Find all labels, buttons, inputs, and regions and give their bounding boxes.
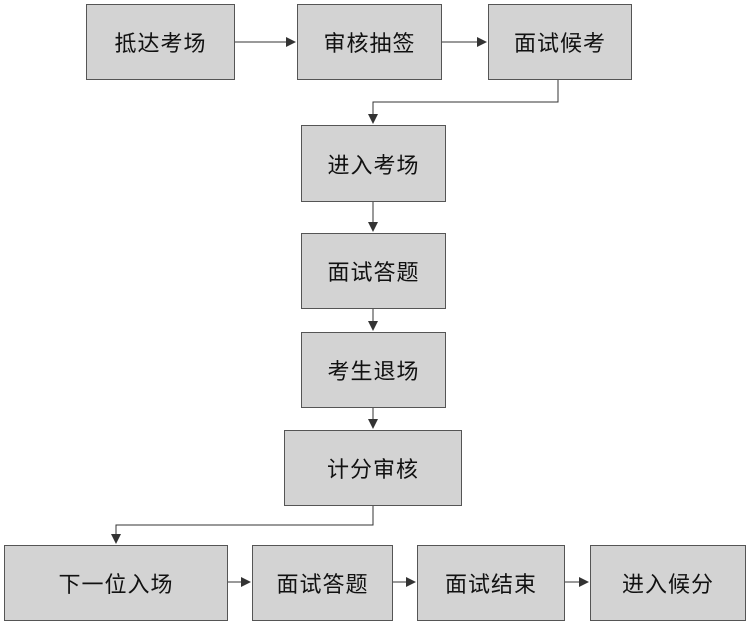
step-next-candidate-enter: 下一位入场 — [4, 545, 228, 621]
step-interview-end: 面试结束 — [417, 545, 565, 621]
step-score-verify: 计分审核 — [284, 430, 462, 506]
step-interview-answer: 面试答题 — [301, 233, 446, 309]
step-interview-answer-2: 面试答题 — [252, 545, 393, 621]
step-interview-waiting: 面试候考 — [488, 4, 632, 80]
step-enter-exam-room: 进入考场 — [301, 125, 446, 202]
arrow-s3-s4 — [368, 80, 559, 124]
step-candidate-exit: 考生退场 — [301, 332, 446, 408]
step-arrive-venue: 抵达考场 — [86, 4, 235, 80]
arrow-s7-s8 — [111, 506, 374, 544]
step-enter-score-waiting: 进入候分 — [590, 545, 746, 621]
step-verify-draw-lots: 审核抽签 — [297, 4, 442, 80]
